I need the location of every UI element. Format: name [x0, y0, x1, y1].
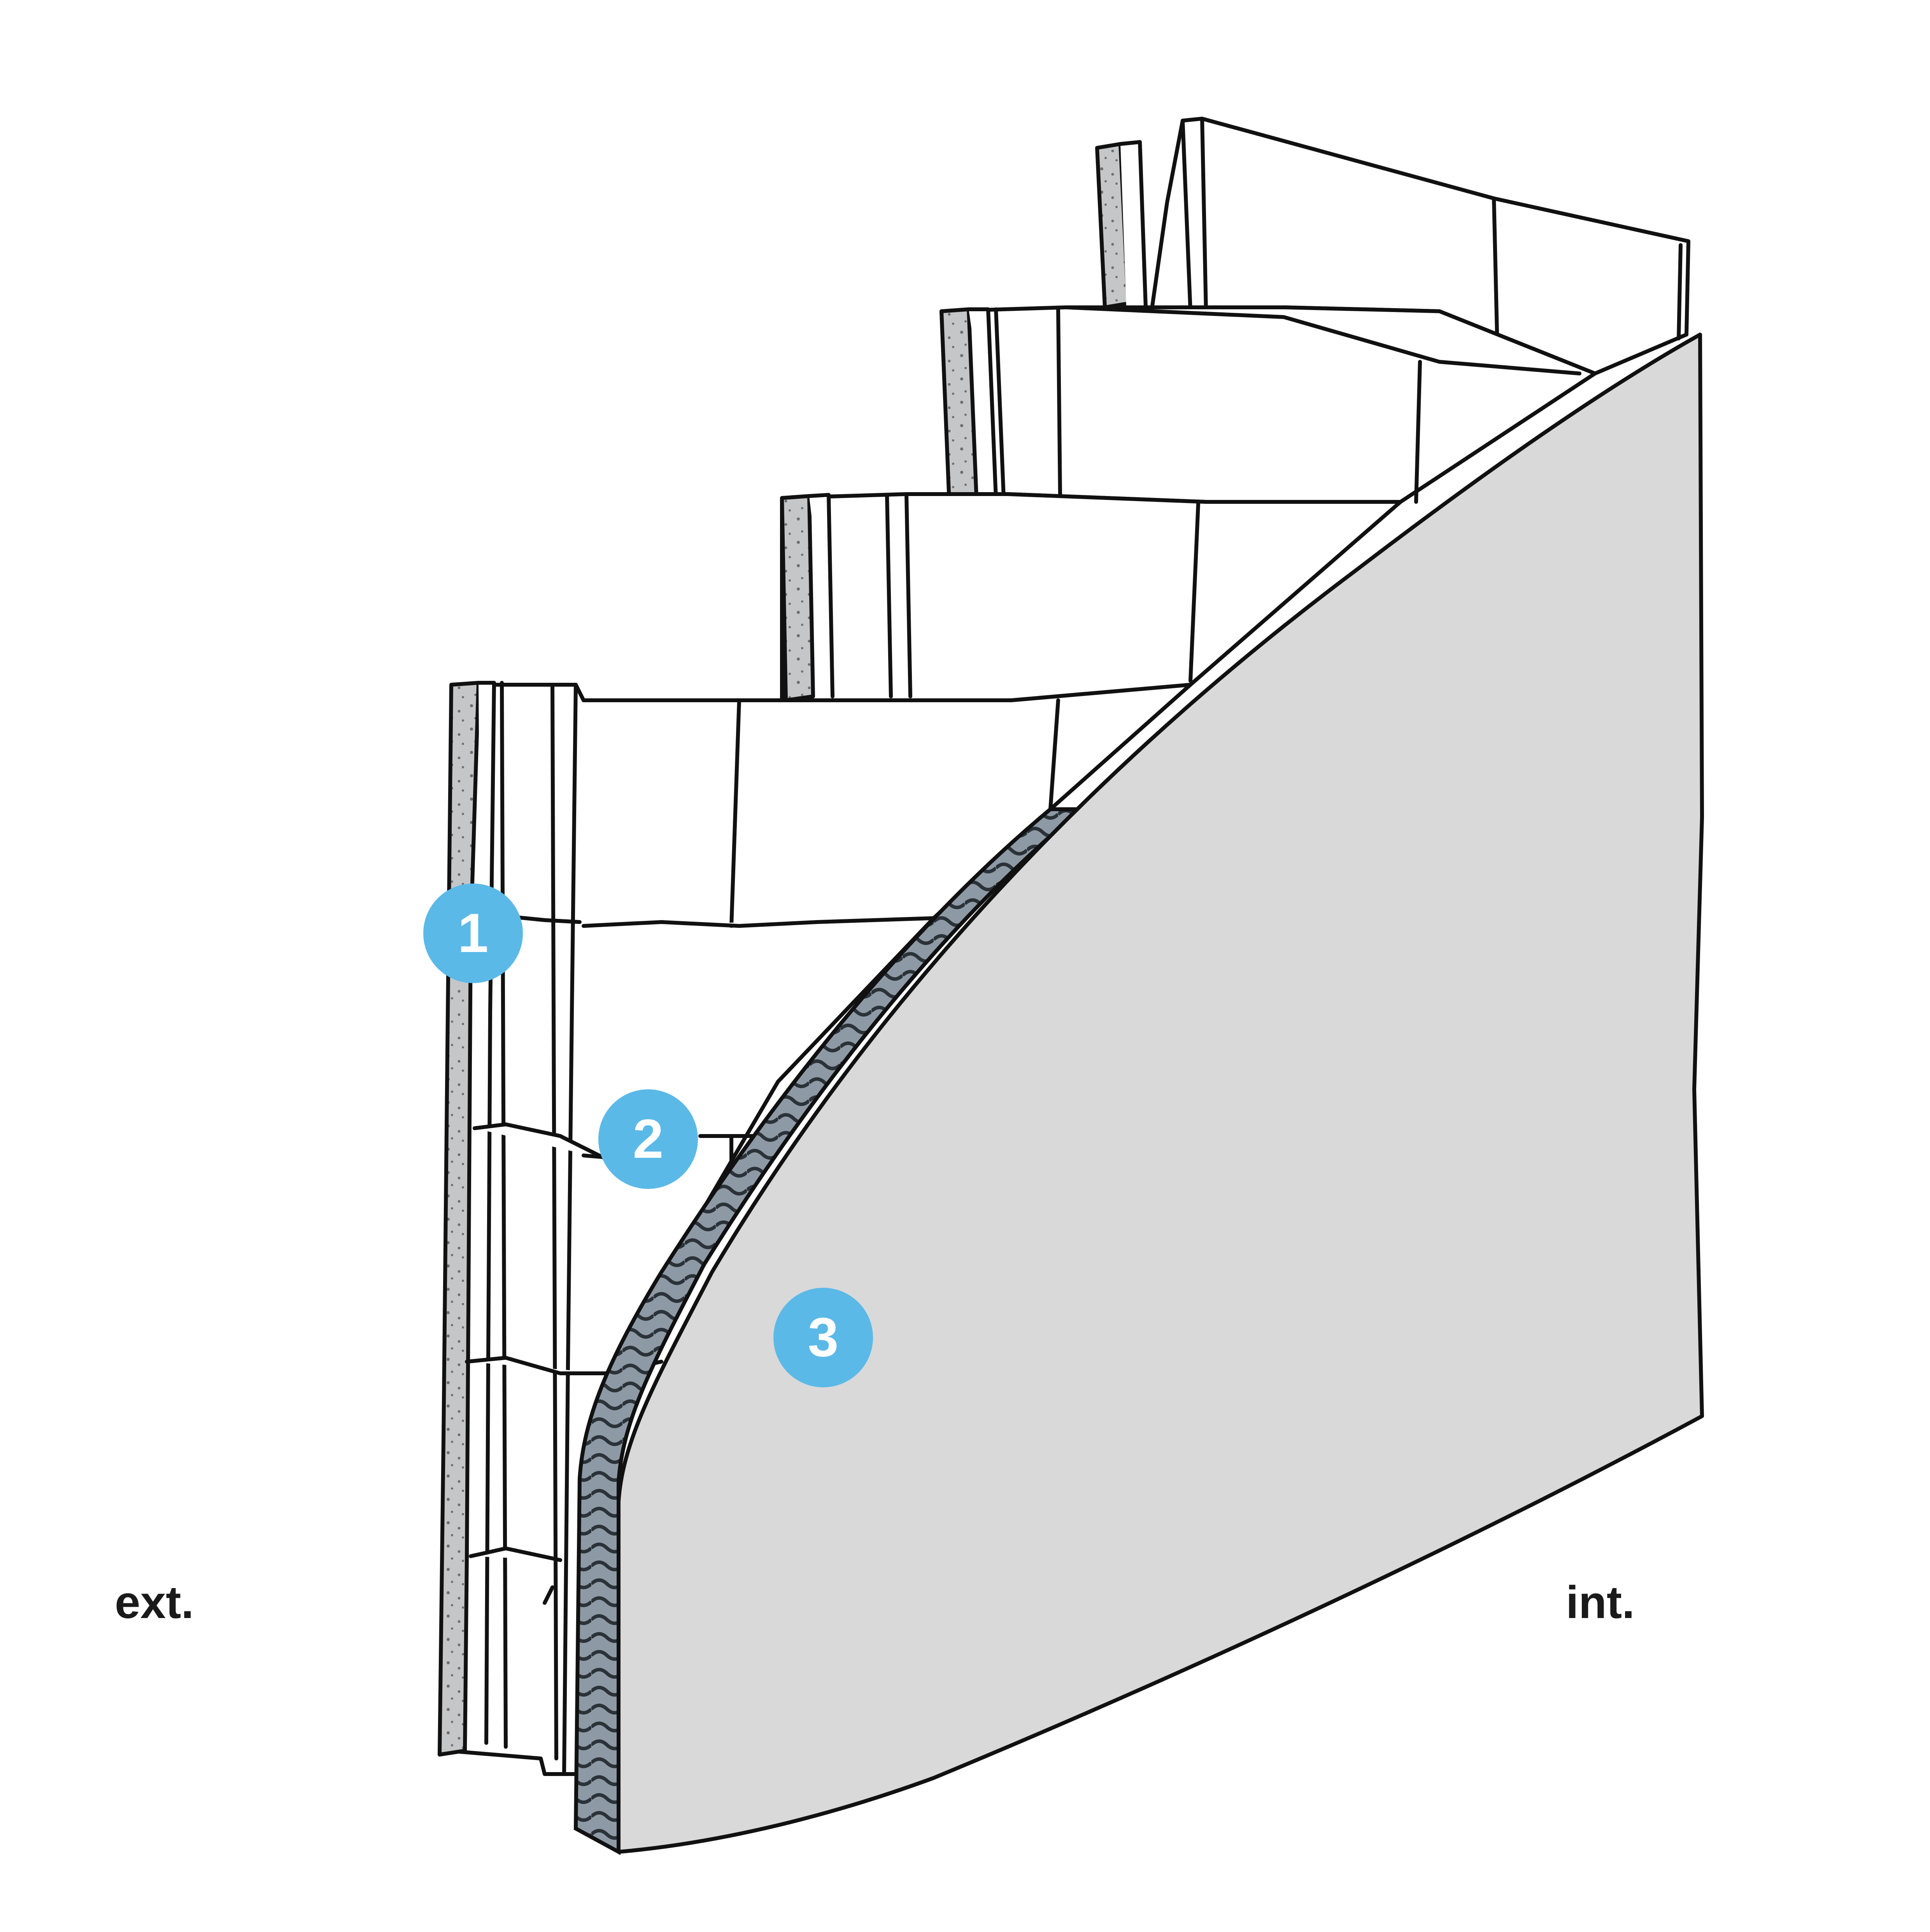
callout-circle-1	[423, 884, 523, 983]
callout-circle-2	[598, 1089, 698, 1189]
interior-label: int.	[1566, 1577, 1635, 1628]
callout-2: 2	[633, 1108, 664, 1170]
exterior-label: ext.	[115, 1577, 194, 1628]
callout-badges	[423, 884, 873, 1387]
callout-circle-3	[773, 1288, 873, 1387]
callout-1: 1	[458, 902, 489, 964]
plasterboard-sheet	[617, 333, 1704, 1854]
callout-3: 3	[808, 1306, 839, 1368]
